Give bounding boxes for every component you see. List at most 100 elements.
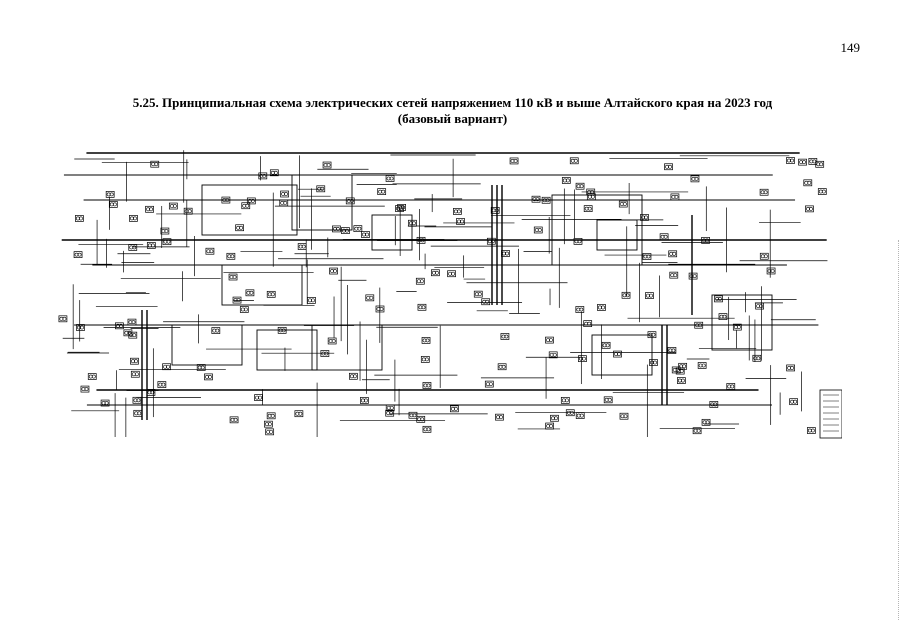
transformer-symbol	[426, 383, 431, 388]
transformer-symbol	[352, 374, 357, 379]
substation-symbol	[115, 322, 124, 330]
substation-symbol	[360, 397, 369, 404]
substation-symbol	[509, 157, 519, 165]
transformer-symbol	[333, 269, 337, 273]
transformer-symbol	[625, 293, 630, 298]
transformer-symbol	[91, 374, 96, 379]
substation-symbol	[569, 157, 579, 165]
substation-symbol	[204, 373, 213, 381]
substation-symbol	[327, 337, 337, 345]
transformer-symbol	[345, 228, 349, 233]
transformer-symbol	[504, 334, 509, 339]
substation-symbol	[668, 250, 678, 258]
substation-symbol	[162, 363, 171, 371]
substation-symbol	[578, 355, 587, 363]
transformer-symbol	[623, 414, 628, 419]
substation-symbol	[759, 188, 769, 196]
transformer-symbol	[399, 206, 403, 211]
substation-symbol	[541, 196, 551, 204]
transformer-symbol	[149, 207, 153, 212]
substation-symbol	[692, 427, 702, 435]
substation-symbol	[375, 305, 385, 313]
substation-symbol	[269, 169, 279, 177]
transformer-symbol	[494, 208, 499, 213]
substation-symbol	[146, 389, 156, 396]
transformer-symbol	[379, 307, 384, 311]
transformer-symbol	[208, 374, 212, 379]
transformer-symbol	[819, 162, 824, 167]
transformer-symbol	[357, 226, 362, 231]
substation-symbol	[586, 193, 596, 201]
substation-symbol	[76, 324, 85, 331]
network-loop	[291, 174, 353, 231]
transformer-symbol	[326, 163, 331, 167]
transformer-symbol	[283, 200, 288, 205]
substation-symbol	[254, 394, 263, 401]
substation-symbol	[130, 370, 140, 378]
substation-symbol	[678, 362, 688, 370]
substation-symbol	[183, 207, 193, 215]
transformer-symbol	[273, 170, 278, 175]
transformer-symbol	[419, 279, 424, 284]
transformer-symbol	[552, 352, 557, 357]
substation-symbol	[229, 416, 239, 424]
transformer-symbol	[426, 427, 431, 432]
substation-symbol	[575, 306, 585, 313]
substation-symbol	[280, 190, 289, 198]
transformer-symbol	[565, 178, 570, 183]
transformer-symbol	[713, 402, 718, 407]
substation-symbol	[701, 237, 710, 244]
transformer-symbol	[582, 356, 586, 361]
substation-symbol	[307, 296, 316, 304]
substation-symbol	[726, 383, 736, 390]
substation-symbol	[752, 354, 762, 362]
substation-symbol	[129, 215, 138, 222]
transformer-symbol	[215, 328, 220, 333]
substation-symbol	[601, 341, 611, 349]
substation-symbol	[345, 197, 355, 205]
schematic-drawing	[58, 150, 842, 439]
transformer-symbol	[607, 397, 612, 402]
substation-symbol	[417, 303, 427, 311]
transformer-symbol	[412, 413, 417, 418]
substation-symbol	[645, 292, 654, 299]
transformer-symbol	[587, 206, 592, 211]
transformer-symbol	[763, 254, 768, 259]
transformer-symbol	[233, 417, 238, 422]
transformer-symbol	[790, 158, 794, 163]
transformer-symbol	[535, 197, 540, 202]
substation-symbol	[533, 226, 543, 234]
transformer-symbol	[109, 192, 114, 197]
transformer-symbol	[698, 323, 703, 328]
transformer-symbol	[62, 316, 67, 321]
substation-symbol	[575, 182, 585, 190]
substation-symbol	[245, 289, 255, 297]
network-loop	[591, 334, 653, 376]
transformer-symbol	[236, 298, 241, 302]
transformer-symbol	[451, 271, 455, 276]
substation-symbol	[421, 337, 431, 344]
substation-symbol	[450, 405, 459, 413]
transformer-symbol	[270, 413, 275, 418]
substation-symbol	[265, 428, 275, 436]
transformer-symbol	[549, 424, 554, 428]
substation-symbol	[277, 326, 287, 334]
substation-symbol	[353, 225, 363, 233]
substation-symbol	[332, 225, 341, 233]
substation-symbol	[422, 382, 432, 389]
substation-symbol	[786, 157, 795, 164]
transformer-symbol	[505, 251, 509, 256]
substation-symbol	[690, 175, 700, 183]
substation-symbol	[162, 238, 172, 246]
substation-symbol	[575, 412, 585, 419]
substation-symbol	[548, 351, 558, 359]
transformer-symbol	[150, 390, 155, 395]
substation-symbol	[789, 398, 798, 406]
transformer-symbol	[680, 378, 685, 383]
substation-symbol	[123, 329, 133, 337]
substation-symbol	[415, 277, 425, 285]
transformer-symbol	[250, 199, 255, 203]
transformer-symbol	[381, 189, 386, 194]
substation-symbol	[205, 247, 215, 255]
transformer-symbol	[679, 369, 684, 373]
